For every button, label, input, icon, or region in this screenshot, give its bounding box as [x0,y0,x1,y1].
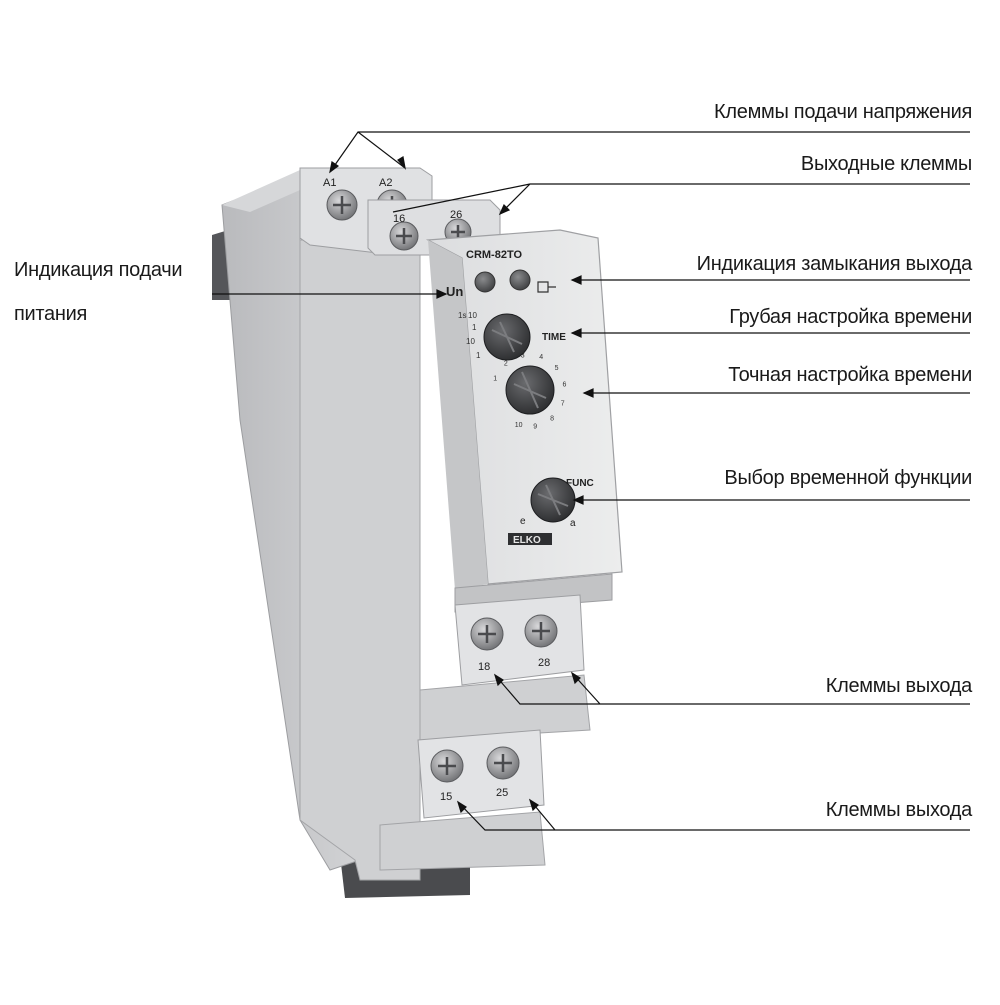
func-e-label: e [520,516,526,527]
fine-scale-tick-6: 6 [563,382,567,389]
fine-scale-tick-4: 4 [539,354,543,361]
label-output-terminals-bottom: Клеммы выхода [826,798,972,822]
label-function-select: Выбор временной функции [724,466,972,490]
un-label: Un [446,284,463,299]
terminal-25-label: 25 [496,787,508,799]
fine-scale-tick-1: 1 [493,376,497,383]
terminal-18-label: 18 [478,661,490,673]
terminal-26-label: 26 [450,209,462,221]
arrowhead [398,157,405,168]
coarse-scale-1: 10 [468,311,477,320]
fine-scale-tick-2: 2 [504,360,508,367]
mid-step [420,675,590,740]
coarse-scale-2: 1 [472,323,477,332]
housing-middle [300,240,420,880]
terminal-a1-label: A1 [323,177,336,189]
label-output-terminals-top: Выходные клеммы [801,152,972,176]
label-fine-time: Точная настройка времени [728,363,972,387]
terminal-a2-label: A2 [379,177,392,189]
fine-scale-tick-5: 5 [555,365,559,372]
label-output-closure-indication: Индикация замыкания выхода [697,252,972,276]
fine-scale-tick-9: 9 [533,424,537,431]
terminal-28-label: 28 [538,657,550,669]
brand-logo: ELKO [513,535,541,546]
coarse-scale-4: 1 [476,351,481,360]
coarse-scale-3: 10 [466,337,475,346]
label-power-indication-2: питания [14,302,87,326]
time-label: TIME [542,332,566,343]
fine-scale-tick-3: 3 [521,353,525,360]
model-label: CRM-82TO [466,249,522,261]
label-output-terminals-mid: Клеммы выхода [826,674,972,698]
coarse-scale-0: 1s [458,311,466,320]
label-power-indication-1: Индикация подачи [14,258,182,282]
terminal-15-label: 15 [440,791,452,803]
fine-scale-tick-7: 7 [561,400,565,407]
output-led [510,270,530,290]
fine-scale-tick-10: 10 [515,422,523,429]
terminal-16-label: 16 [393,213,405,225]
power-led [475,272,495,292]
label-supply-terminals: Клеммы подачи напряжения [714,100,972,124]
label-coarse-time: Грубая настройка времени [729,305,972,329]
func-a-label: a [570,518,576,529]
fine-scale-tick-8: 8 [550,416,554,423]
